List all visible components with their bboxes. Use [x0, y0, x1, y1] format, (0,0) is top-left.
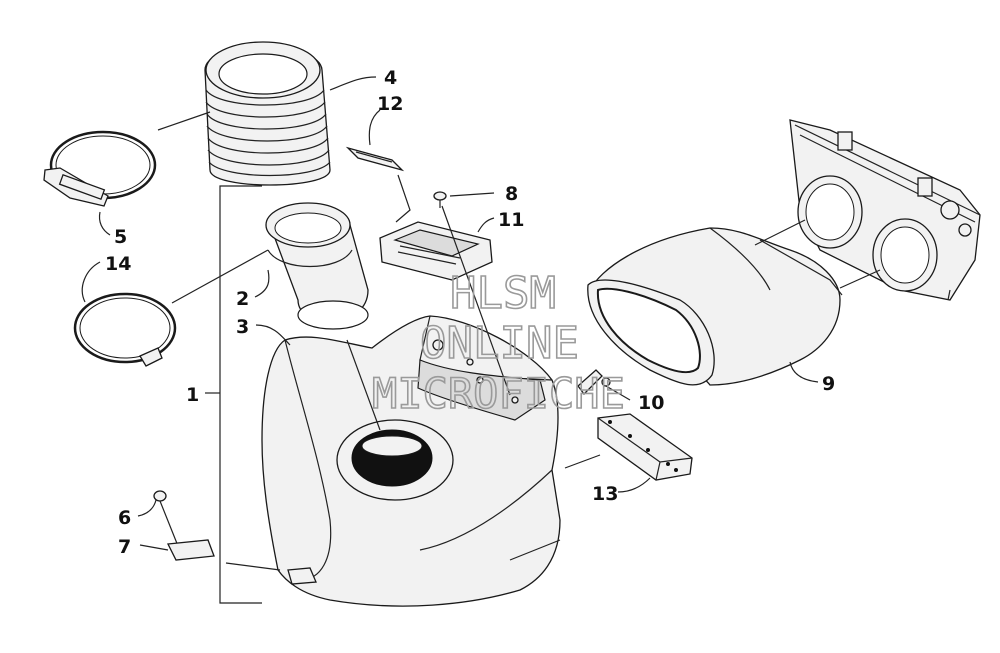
- callout-14: 14: [105, 253, 131, 275]
- callout-1: 1: [186, 384, 199, 406]
- part-3-airbox-housing: [261, 315, 561, 607]
- callout-7: 7: [118, 536, 131, 558]
- callout-5: 5: [114, 226, 127, 248]
- callout-2: 2: [236, 288, 249, 310]
- callout-3: 3: [236, 316, 249, 338]
- callout-8: 8: [505, 183, 518, 205]
- watermark: HLSM ONLINE MICROFICHE: [371, 267, 625, 419]
- throttle-body-assembly: [789, 119, 981, 301]
- callout-10: 10: [638, 392, 664, 414]
- part-5-hose-clamp: [43, 130, 157, 207]
- watermark-line-1: HLSM: [450, 268, 556, 319]
- part-7-bracket: [166, 539, 215, 561]
- callout-6: 6: [118, 507, 131, 529]
- part-9-intake-duct: [587, 227, 843, 386]
- callout-13: 13: [592, 483, 618, 505]
- callout-12: 12: [377, 93, 403, 115]
- part-14-clamp-ring: [73, 292, 177, 367]
- part-2-intake-adapter: [265, 202, 369, 330]
- callout-4: 4: [384, 67, 397, 89]
- watermark-line-2: ONLINE: [420, 318, 579, 369]
- leader-lines: [81, 76, 881, 604]
- watermark-line-3: MICROFICHE: [372, 369, 625, 418]
- part-12-decal-plate: [345, 146, 405, 172]
- part-13-foam-block: [597, 413, 693, 481]
- part-6-push-pin: [153, 490, 179, 547]
- callout-labels: 1 2 3 4 5 6 7 8 9 10 11 12 13 14: [105, 67, 835, 558]
- callout-11: 11: [498, 209, 524, 231]
- part-8-screw: [433, 191, 447, 208]
- callout-9: 9: [822, 373, 835, 395]
- part-4-bellows-boot: [204, 41, 331, 186]
